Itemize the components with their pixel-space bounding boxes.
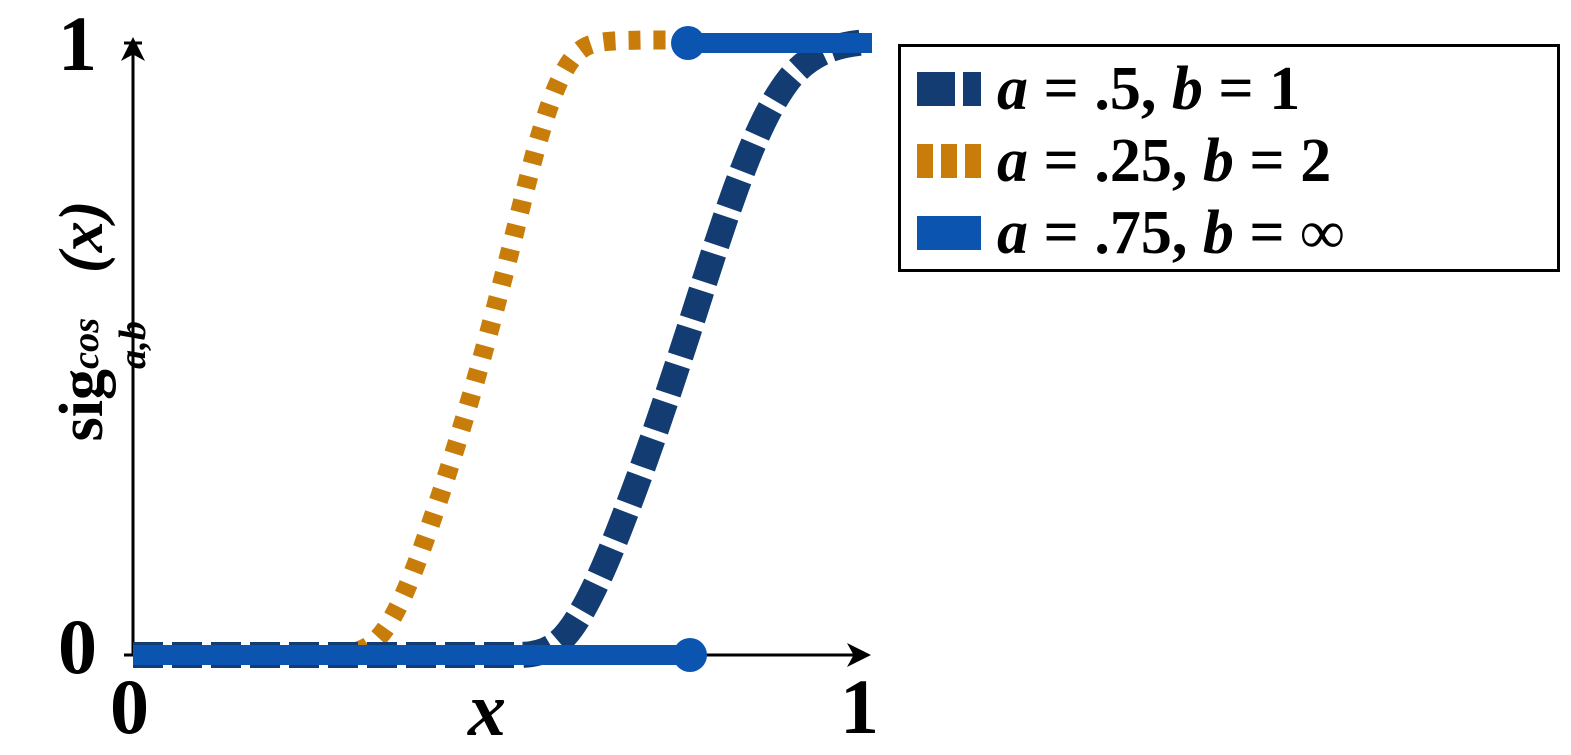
legend-2-val-a: .75 — [1094, 199, 1172, 267]
legend-1-val-a: .25 — [1094, 127, 1172, 195]
legend-0-val-b: 1 — [1269, 55, 1301, 123]
legend-2-eq1: = — [1043, 199, 1079, 267]
legend-swatch-seg-short — [963, 72, 981, 106]
x-tick-label-1: 1 — [840, 663, 879, 750]
legend-1-var-a: a — [997, 127, 1028, 195]
legend-2-sep: , — [1171, 199, 1188, 267]
legend-2-var-b: b — [1202, 199, 1234, 267]
y-tick-label-0: 0 — [58, 603, 97, 690]
blue-step-marker-low — [673, 638, 707, 672]
legend-1-var-b: b — [1202, 127, 1234, 195]
legend-1-eq2: = — [1249, 127, 1285, 195]
legend-swatch-dot-1 — [917, 144, 933, 178]
legend-0-eq2: = — [1218, 55, 1254, 123]
x-axis-title: x — [468, 668, 506, 752]
legend-0-sep: , — [1140, 55, 1157, 123]
legend-0-var-a: a — [997, 55, 1028, 123]
series-curve-navy — [133, 29, 870, 668]
legend-1-sep: , — [1171, 127, 1188, 195]
blue-step-marker-high — [671, 26, 705, 60]
legend-swatch-dot-2 — [941, 144, 957, 178]
series-curve-blue-step — [133, 26, 872, 672]
y-axis-title-base: sig — [48, 369, 116, 442]
legend-swatch-seg-long — [917, 72, 955, 106]
legend-label-0: a = .5, b = 1 — [997, 58, 1300, 120]
legend-swatch-dot-3 — [965, 144, 981, 178]
legend: a = .5, b = 1 a = .25, b = 2 — [898, 44, 1560, 272]
y-axis-title-superscript: cos — [64, 317, 107, 370]
legend-2-var-a: a — [997, 199, 1028, 267]
y-tick-label-1: 1 — [58, 0, 97, 87]
legend-label-1: a = .25, b = 2 — [997, 130, 1331, 192]
legend-swatch-bar — [917, 216, 981, 250]
y-axis-title-argument: (x) — [48, 200, 116, 273]
legend-2-eq2: = — [1249, 199, 1285, 267]
legend-label-2: a = .75, b = ∞ — [997, 202, 1344, 264]
legend-0-val-a: .5 — [1094, 55, 1141, 123]
legend-entry-0: a = .5, b = 1 — [901, 53, 1557, 125]
legend-swatch-dotted — [917, 144, 983, 178]
y-axis-title-subscript: a,b — [111, 320, 154, 370]
legend-1-eq1: = — [1043, 127, 1079, 195]
legend-entry-1: a = .25, b = 2 — [901, 125, 1557, 197]
legend-1-val-b: 2 — [1300, 127, 1332, 195]
legend-entry-2: a = .75, b = ∞ — [901, 197, 1557, 269]
legend-0-eq1: = — [1043, 55, 1079, 123]
legend-2-val-b: ∞ — [1300, 199, 1345, 267]
legend-swatch-solid — [917, 216, 983, 250]
legend-0-var-b: b — [1171, 55, 1203, 123]
legend-swatch-dash-dot — [917, 72, 983, 106]
x-tick-label-0: 0 — [110, 663, 149, 750]
